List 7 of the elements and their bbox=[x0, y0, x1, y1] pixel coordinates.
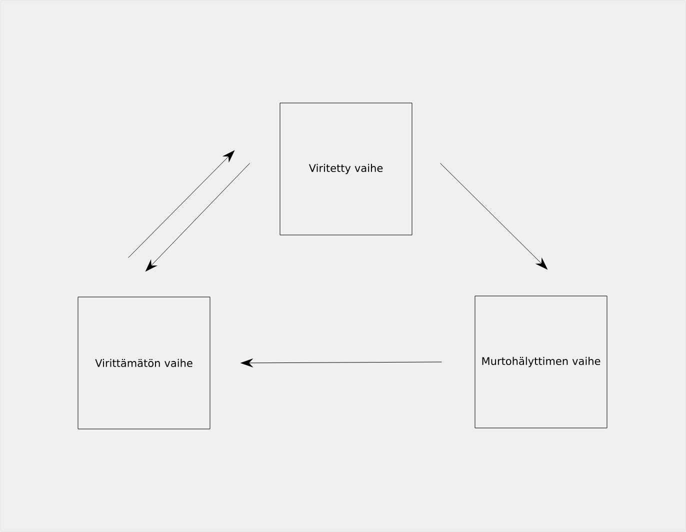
state-box: Virittämätön vaihe bbox=[78, 296, 210, 430]
arrow bbox=[128, 150, 234, 258]
arrow bbox=[240, 358, 442, 368]
state-box: Murtohälyttimen vaihe bbox=[474, 296, 608, 428]
arrow bbox=[440, 163, 548, 270]
arrow bbox=[146, 163, 250, 272]
state-box: Viritetty vaihe bbox=[280, 102, 412, 236]
